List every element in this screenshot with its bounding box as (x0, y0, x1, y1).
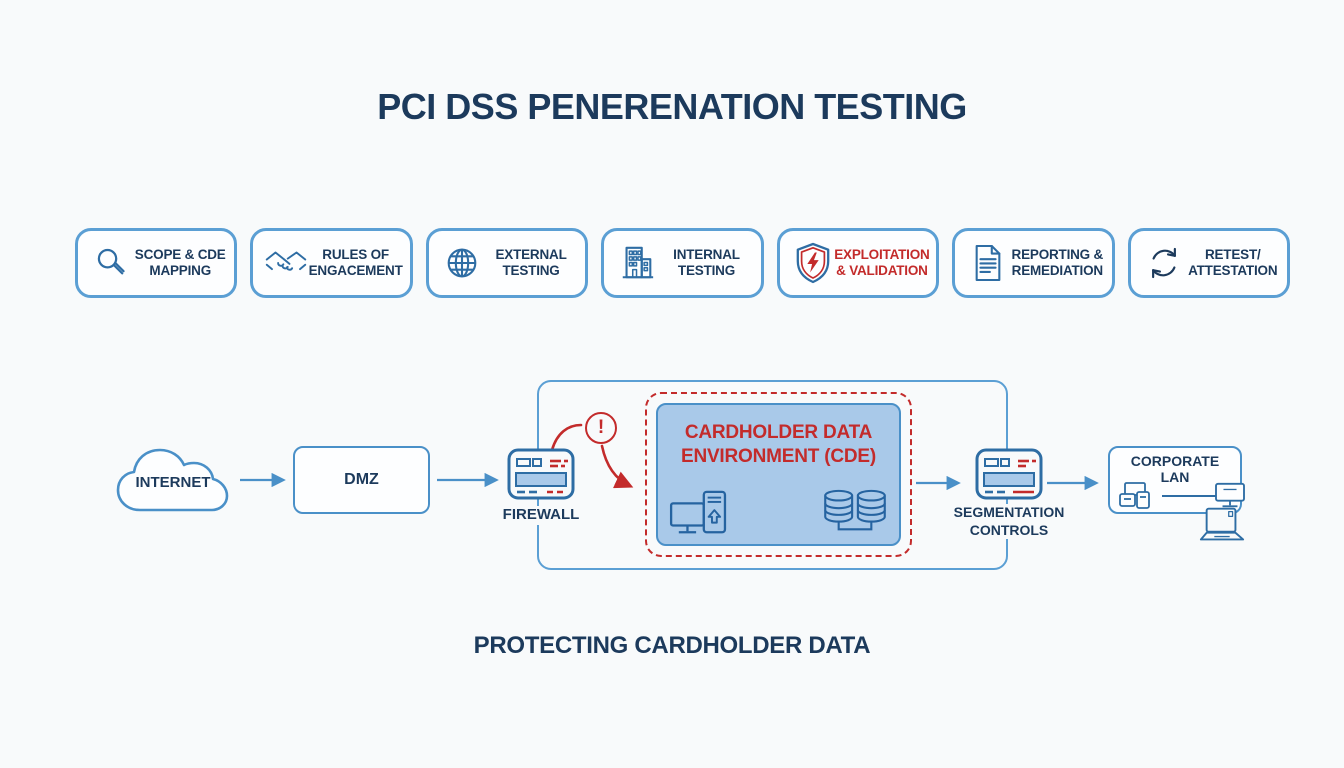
step-scope-cde-mapping: SCOPE & CDE MAPPING (75, 228, 238, 298)
cde-title: CARDHOLDER DATA ENVIRONMENT (CDE) (658, 421, 899, 469)
database-icon (824, 489, 886, 531)
step-retest-attestation: RETEST/ ATTESTATION (1127, 228, 1290, 298)
refresh-icon (1143, 240, 1185, 286)
caption: PROTECTING CARDHOLDER DATA (473, 632, 871, 659)
lan-connector-line (1162, 495, 1218, 497)
building-icon (616, 240, 658, 286)
cde-zone: CARDHOLDER DATA ENVIRONMENT (CDE) (656, 403, 901, 546)
step-label: INTERNAL TESTING (673, 246, 740, 278)
corporate-lan-node: CORPORATE LAN (1108, 446, 1245, 514)
firewall-icon (507, 448, 575, 500)
dmz-label: DMZ (344, 471, 379, 488)
step-internal-testing: INTERNAL TESTING (601, 228, 764, 298)
cloud-icon (116, 448, 229, 512)
cde-title-line2: ENVIRONMENT (CDE) (680, 445, 877, 467)
cde-title-line1: CARDHOLDER DATA (684, 422, 873, 443)
page-title: PCI DSS PENERENATION TESTING (377, 86, 967, 127)
shield-bolt-icon (792, 240, 834, 286)
segmentation-controls-icon (975, 448, 1043, 500)
corporate-lan-line2: LAN (1160, 469, 1190, 486)
corporate-lan-line1: CORPORATE (1130, 453, 1220, 469)
internet-label: INTERNET (135, 474, 211, 491)
step-label: RETEST/ ATTESTATION (1188, 246, 1278, 278)
firewall-label: FIREWALL (493, 506, 589, 525)
segmentation-label: SEGMENTATION CONTROLS (949, 504, 1069, 539)
segmentation-label-line2: CONTROLS (969, 521, 1049, 538)
step-external-testing: EXTERNAL TESTING (425, 228, 589, 298)
step-exploitation-validation: EXPLOITATION & VALIDATION (776, 228, 940, 298)
step-label: SCOPE & CDE MAPPING (134, 246, 226, 278)
cde-dashed-boundary (645, 392, 912, 557)
process-steps-row: SCOPE & CDE MAPPING RULES OF ENGACEMENT (75, 228, 1290, 298)
step-label: RULES OF ENGACEMENT (308, 246, 403, 278)
globe-icon (441, 240, 483, 286)
dmz-node: DMZ (293, 446, 430, 514)
step-reporting-remediation: REPORTING & REMEDIATION (952, 228, 1115, 298)
desktop-monitor-icon (1215, 482, 1245, 508)
step-label: EXPLOITATION & VALIDATION (834, 246, 930, 278)
workstations-icon (1119, 482, 1150, 509)
step-label: REPORTING & REMEDIATION (1011, 246, 1104, 278)
laptop-icon (1199, 507, 1245, 541)
document-icon (967, 240, 1009, 286)
segmentation-label-line1: SEGMENTATION (953, 504, 1065, 520)
pos-terminal-icon (669, 490, 727, 534)
internet-node: INTERNET (110, 434, 236, 526)
step-rules-of-engagement: RULES OF ENGACEMENT (250, 228, 413, 298)
step-label: EXTERNAL TESTING (495, 246, 567, 278)
handshake-icon (265, 240, 307, 286)
corporate-lan-label: CORPORATE LAN (1110, 453, 1240, 485)
alert-icon: ! (585, 412, 617, 444)
magnifier-icon (90, 240, 132, 286)
